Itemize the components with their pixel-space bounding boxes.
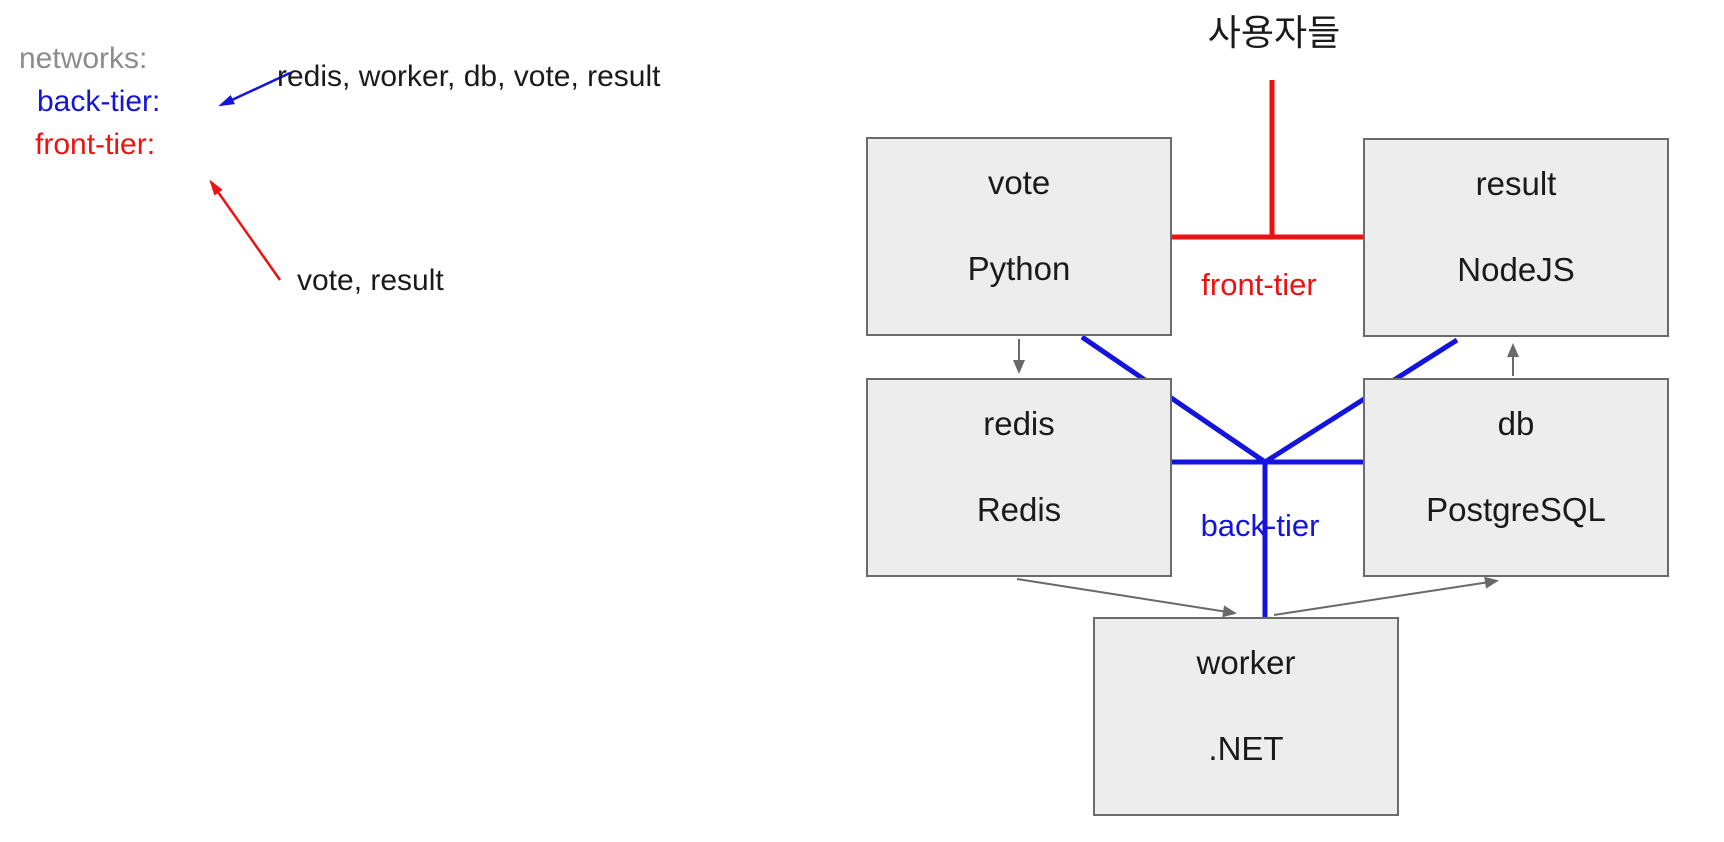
arrow-worker-to-db [1273,576,1499,616]
arrow-redis-to-worker [1016,578,1237,618]
node-worker: worker .NET [1093,617,1399,816]
users-label: 사용자들 [1207,12,1341,53]
back-tier-annotation-arrow [218,71,291,107]
node-result-name: result [1475,165,1557,202]
node-db-name: db [1497,405,1535,442]
node-redis: redis Redis [866,378,1172,577]
node-db-tech: PostgreSQL [1426,491,1606,528]
node-redis-tech: Redis [976,491,1062,528]
node-worker-tech: .NET [1208,730,1284,767]
node-vote: vote Python [866,137,1172,336]
back-tier-key-label: back-tier: [37,85,161,118]
node-db: db PostgreSQL [1363,378,1669,577]
node-vote-name: vote [987,164,1051,201]
front-tier-services-text: vote, result [297,264,444,297]
back-tier-services-text: redis, worker, db, vote, result [277,60,661,93]
front-tier-annotation-arrow [209,179,282,281]
back-tier-result-branch-line [1263,337,1459,465]
front-tier-network-label: front-tier [1201,267,1317,302]
node-vote-tech: Python [967,250,1071,287]
back-tier-network-label: back-tier [1200,508,1320,543]
node-result: result NodeJS [1363,138,1669,337]
front-tier-key-label: front-tier: [35,128,156,161]
node-worker-name: worker [1196,644,1296,681]
node-redis-name: redis [983,405,1055,442]
networks-key-label: networks: [19,42,148,75]
back-tier-vote-branch-line [1080,334,1267,465]
node-result-tech: NodeJS [1457,251,1575,288]
